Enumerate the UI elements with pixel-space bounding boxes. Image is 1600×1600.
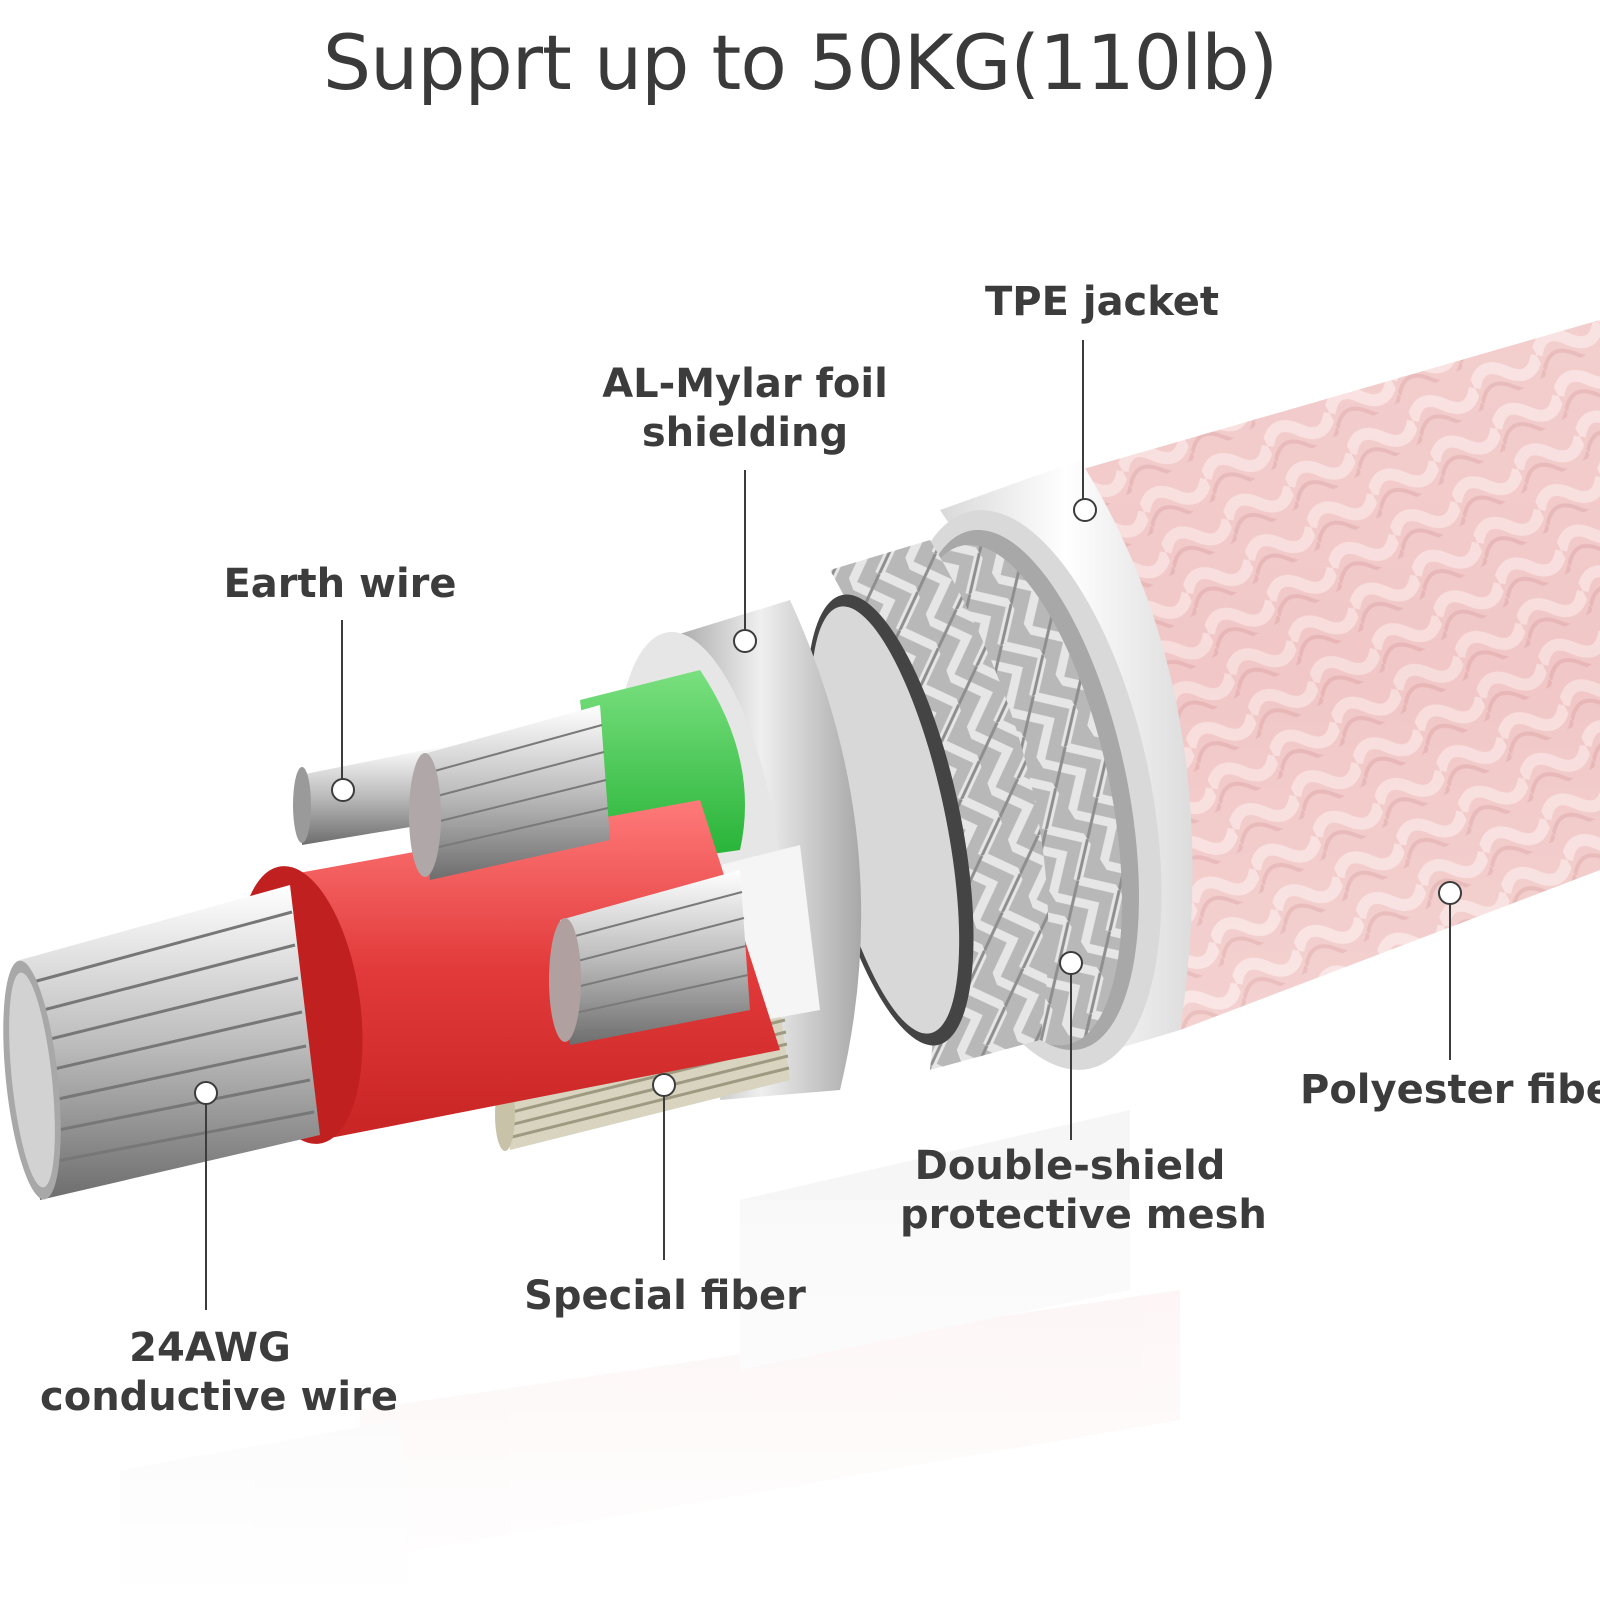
label-conductive-wire: 24AWG conductive wire bbox=[40, 1324, 398, 1422]
white-wire-strands bbox=[549, 870, 750, 1045]
label-al-mylar: AL-Mylar foil shielding bbox=[600, 360, 890, 458]
tpe-jacket-marker bbox=[1073, 498, 1097, 522]
conductive-wire-marker bbox=[194, 1081, 218, 1105]
label-al-mylar-line2: shielding bbox=[641, 409, 849, 456]
polyester-fiber-marker bbox=[1438, 881, 1462, 905]
double-shield-marker bbox=[1059, 951, 1083, 975]
label-special-fiber: Special fiber bbox=[520, 1272, 810, 1321]
label-special-fiber-text: Special fiber bbox=[524, 1273, 806, 1319]
earth-wire-marker bbox=[331, 778, 355, 802]
label-double-shield-line2: protective mesh bbox=[900, 1191, 1267, 1238]
al-mylar-marker bbox=[733, 629, 757, 653]
special-fiber-marker bbox=[652, 1073, 676, 1097]
label-polyester-fiber: Polyester fiber bbox=[1300, 1066, 1600, 1115]
label-double-shield-line1: Double-shield bbox=[914, 1143, 1226, 1189]
label-conductive-wire-line1: 24AWG bbox=[129, 1325, 291, 1371]
label-al-mylar-line1: AL-Mylar foil bbox=[602, 361, 888, 407]
headline: Supprt up to 50KG(110lb) bbox=[322, 18, 1278, 107]
conductive-wire-strands bbox=[3, 885, 320, 1200]
label-double-shield: Double-shield protective mesh bbox=[900, 1142, 1267, 1240]
red-wire-insulation bbox=[260, 800, 780, 1140]
label-tpe-jacket-text: TPE jacket bbox=[985, 279, 1220, 325]
label-earth-wire: Earth wire bbox=[220, 560, 460, 609]
label-earth-wire-text: Earth wire bbox=[223, 561, 457, 607]
label-conductive-wire-line2: conductive wire bbox=[40, 1373, 398, 1420]
green-wire-strands bbox=[409, 705, 610, 880]
label-polyester-fiber-text: Polyester fiber bbox=[1300, 1067, 1600, 1113]
label-tpe-jacket: TPE jacket bbox=[985, 278, 1219, 327]
